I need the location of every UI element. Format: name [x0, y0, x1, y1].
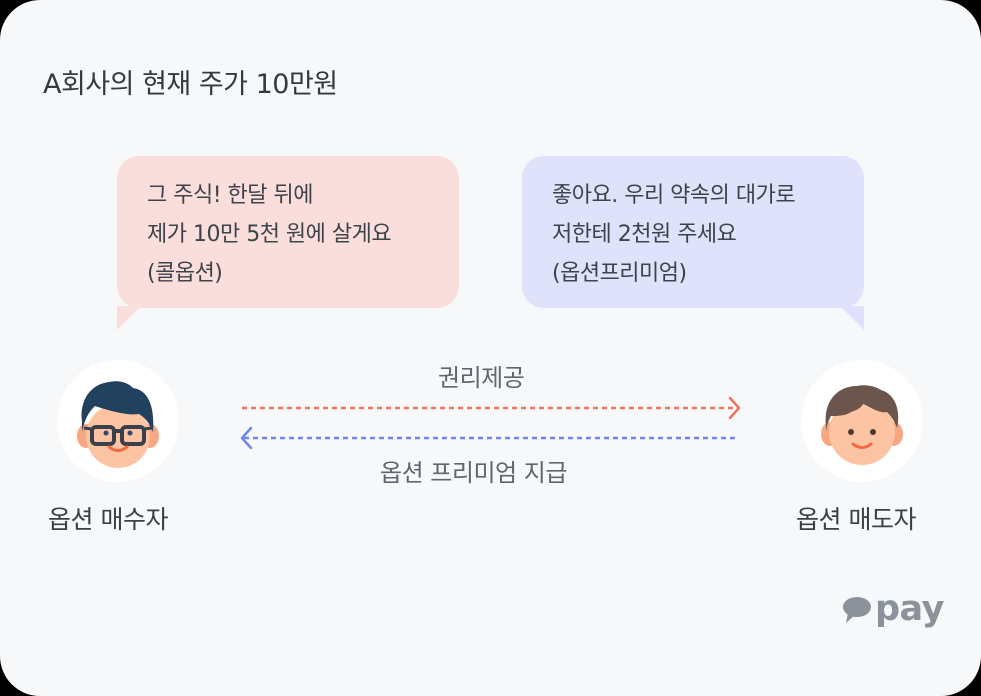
- buyer-bubble-tail: [117, 306, 141, 330]
- premium-arrow-label: 옵션 프리미엄 지급: [380, 459, 567, 487]
- buyer-bubble-line: 그 주식! 한달 뒤에: [147, 183, 313, 208]
- premium-arrow-left-icon: [240, 426, 738, 450]
- logo-text: pay: [875, 589, 944, 629]
- kakaopay-logo: pay: [842, 592, 944, 627]
- seller-avatar: [801, 360, 923, 482]
- seller-speech-bubble: 좋아요. 우리 약속의 대가로 저한테 2천원 주세요 (옵션프리미엄): [522, 156, 864, 308]
- buyer-role-label: 옵션 매수자: [48, 505, 168, 534]
- seller-avatar-icon: [821, 385, 903, 465]
- exchange-arrows: [240, 396, 741, 450]
- buyer-bubble-line: (콜옵션): [147, 261, 223, 286]
- seller-bubble-tail: [840, 306, 864, 330]
- buyer-speech-bubble: 그 주식! 한달 뒤에 제가 10만 5천 원에 살게요 (콜옵션): [117, 156, 459, 308]
- seller-bubble-line: 좋아요. 우리 약속의 대가로: [552, 183, 796, 208]
- speech-bubble-icon: [843, 596, 871, 623]
- rights-arrow-label: 권리제공: [438, 364, 525, 392]
- rights-arrow-right-icon: [242, 396, 741, 420]
- buyer-avatar-glasses-icon: [77, 381, 159, 468]
- seller-bubble-line: 저한테 2천원 주세요: [552, 222, 737, 247]
- buyer-bubble-line: 제가 10만 5천 원에 살게요: [147, 222, 392, 247]
- seller-bubble-line: (옵션프리미엄): [552, 261, 687, 286]
- seller-role-label: 옵션 매도자: [796, 505, 916, 534]
- diagram-title: A회사의 현재 주가 10만원: [43, 69, 338, 100]
- buyer-avatar: [57, 360, 179, 482]
